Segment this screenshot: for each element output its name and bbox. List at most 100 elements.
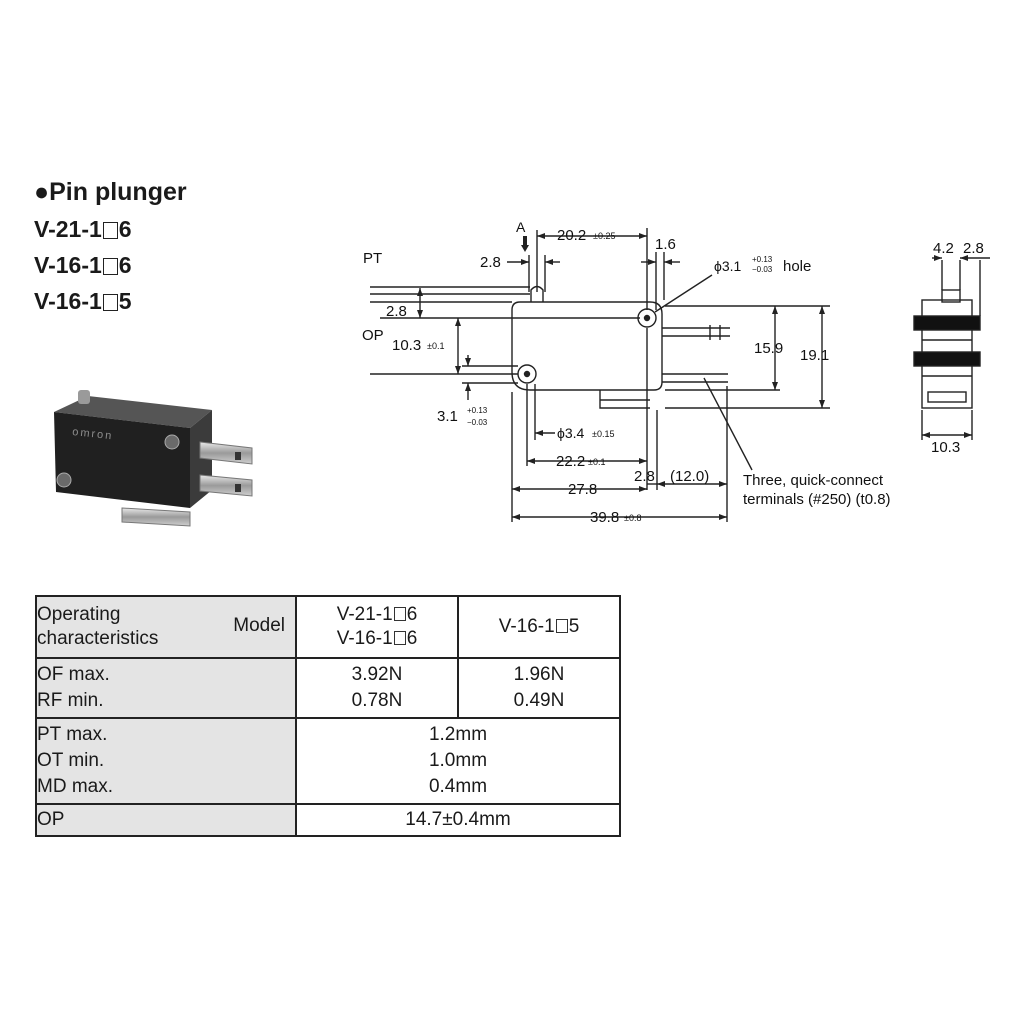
label-a: A	[516, 219, 526, 235]
value-op: 14.7±0.4mm	[295, 803, 621, 837]
placeholder-box	[393, 631, 406, 645]
model-suffix: 5	[118, 288, 132, 314]
model-prefix: V-16-1	[34, 252, 102, 278]
header-model: Model	[233, 615, 285, 636]
dim-19-1: 19.1	[800, 347, 829, 364]
rivet-icon	[56, 472, 72, 488]
hole-tol-down: −0.03	[752, 265, 773, 274]
table-row: OF max. RF min. 3.92N 0.78N 1.96N 0.49N	[35, 657, 621, 719]
label-pt: PT	[363, 250, 382, 267]
label-rf: RF min.	[37, 690, 104, 711]
terminal-note-2: terminals (#250) (t0.8)	[743, 491, 891, 508]
value-of-col1: 3.92N	[351, 664, 403, 685]
brand-text: omron	[72, 426, 114, 442]
value-of-col2: 1.96N	[513, 664, 565, 685]
travel-labels-cell: PT max. OT min. MD max.	[35, 717, 297, 805]
model-line-2: V-16-1 6	[34, 252, 132, 279]
header-characteristics: characteristics	[37, 628, 159, 649]
switch-photo: omron	[54, 390, 253, 527]
force-values-col1: 3.92N 0.78N	[295, 657, 459, 719]
tol-20-2: ±0.25	[593, 231, 615, 241]
side-view	[913, 257, 990, 440]
terminal-note-1: Three, quick-connect	[743, 472, 884, 489]
tol-3-1-down: −0.03	[467, 418, 488, 427]
placeholder-box	[555, 619, 568, 633]
dim-27-8: 27.8	[568, 481, 597, 498]
terminal-hole	[235, 452, 241, 460]
col1-model-suffix: 6	[406, 604, 418, 625]
switch-top-face	[54, 396, 212, 428]
label-op: OP	[362, 327, 384, 344]
header-operating: Operating	[37, 604, 121, 625]
col1-model-prefix: V-16-1	[336, 628, 393, 649]
col1-model-suffix: 6	[406, 628, 418, 649]
table-row: OP 14.7±0.4mm	[35, 803, 621, 837]
hole-dim: ϕ3.1	[714, 258, 742, 274]
header-col2: V-16-1 5	[457, 595, 621, 659]
switch-body-outline	[511, 301, 663, 391]
header-col1: V-21-1 6 V-16-1 6	[295, 595, 459, 659]
tol-10-3: ±0.1	[427, 341, 444, 351]
value-pt: 1.2mm	[428, 724, 488, 745]
dim-3-1: 3.1	[437, 408, 458, 425]
col1-model-prefix: V-21-1	[336, 604, 393, 625]
label-md-max: MD max.	[37, 776, 113, 797]
header-label-cell: Operating characteristics Model	[35, 595, 297, 659]
switch-front-face	[54, 412, 190, 508]
model-line-1: V-21-1 6	[34, 216, 132, 243]
tol-39-8: ±0.8	[624, 513, 641, 523]
dim-10-3: 10.3	[392, 337, 421, 354]
characteristics-table: Operating characteristics Model V-21-1 6 …	[35, 595, 621, 837]
tol-3-1-up: +0.13	[467, 406, 488, 415]
title-text: Pin plunger	[49, 178, 187, 206]
rivet-icon	[164, 434, 180, 450]
plunger-pin	[78, 390, 90, 404]
dim-3-4: ϕ3.4	[557, 425, 585, 441]
table-row: PT max. OT min. MD max. 1.2mm 1.0mm 0.4m…	[35, 717, 621, 805]
tol-3-4: ±0.15	[592, 429, 614, 439]
force-values-col2: 1.96N 0.49N	[457, 657, 621, 719]
col2-model-suffix: 5	[568, 616, 580, 637]
dim-39-8: 39.8	[590, 509, 619, 526]
table-header-row: Operating characteristics Model V-21-1 6 …	[35, 595, 621, 659]
side-dim-4-2: 4.2	[933, 240, 954, 257]
terminal-nc	[121, 507, 191, 527]
dim-2-8-bot: 2.8	[634, 468, 655, 485]
dim-22-2: 22.2	[556, 453, 585, 470]
label-of: OF max.	[37, 664, 110, 685]
model-line-3: V-16-1 5	[34, 288, 132, 315]
value-ot: 1.0mm	[428, 750, 488, 771]
force-labels-cell: OF max. RF min.	[35, 657, 297, 719]
dimension-drawing: A 20.2 ±0.25 1.6 2.8 PT ϕ3.1 +0.13 −0.03…	[362, 219, 990, 526]
hole-label: hole	[783, 258, 811, 275]
placeholder-box	[102, 258, 118, 275]
placeholder-box	[102, 294, 118, 311]
hole-tol-up: +0.13	[752, 255, 773, 264]
value-rf-col1: 0.78N	[351, 690, 403, 711]
bullet: ●	[34, 178, 50, 206]
side-dim-2-8: 2.8	[963, 240, 984, 257]
dim-2-8-mid: 2.8	[386, 303, 407, 320]
side-dim-10-3: 10.3	[931, 439, 960, 456]
model-suffix: 6	[118, 252, 132, 278]
label-pt-max: PT max.	[37, 724, 108, 745]
label-op-row: OP	[35, 803, 297, 837]
value-rf-col2: 0.49N	[513, 690, 565, 711]
model-prefix: V-21-1	[34, 216, 102, 242]
model-suffix: 6	[118, 216, 132, 242]
col2-model-prefix: V-16-1	[498, 616, 555, 637]
dim-1-6: 1.6	[655, 236, 676, 253]
dim-12-0: (12.0)	[670, 468, 709, 485]
dim-2-8-top: 2.8	[480, 254, 501, 271]
placeholder-box	[393, 607, 406, 621]
section-title: ●Pin plunger	[34, 178, 187, 207]
dim-20-2: 20.2	[557, 227, 586, 244]
model-prefix: V-16-1	[34, 288, 102, 314]
tol-22-2: ±0.1	[588, 457, 605, 467]
value-md: 0.4mm	[428, 776, 488, 797]
placeholder-box	[102, 222, 118, 239]
travel-values-cell: 1.2mm 1.0mm 0.4mm	[295, 717, 621, 805]
dim-15-9: 15.9	[754, 340, 783, 357]
terminal-hole	[235, 484, 241, 492]
label-ot-min: OT min.	[37, 750, 105, 771]
